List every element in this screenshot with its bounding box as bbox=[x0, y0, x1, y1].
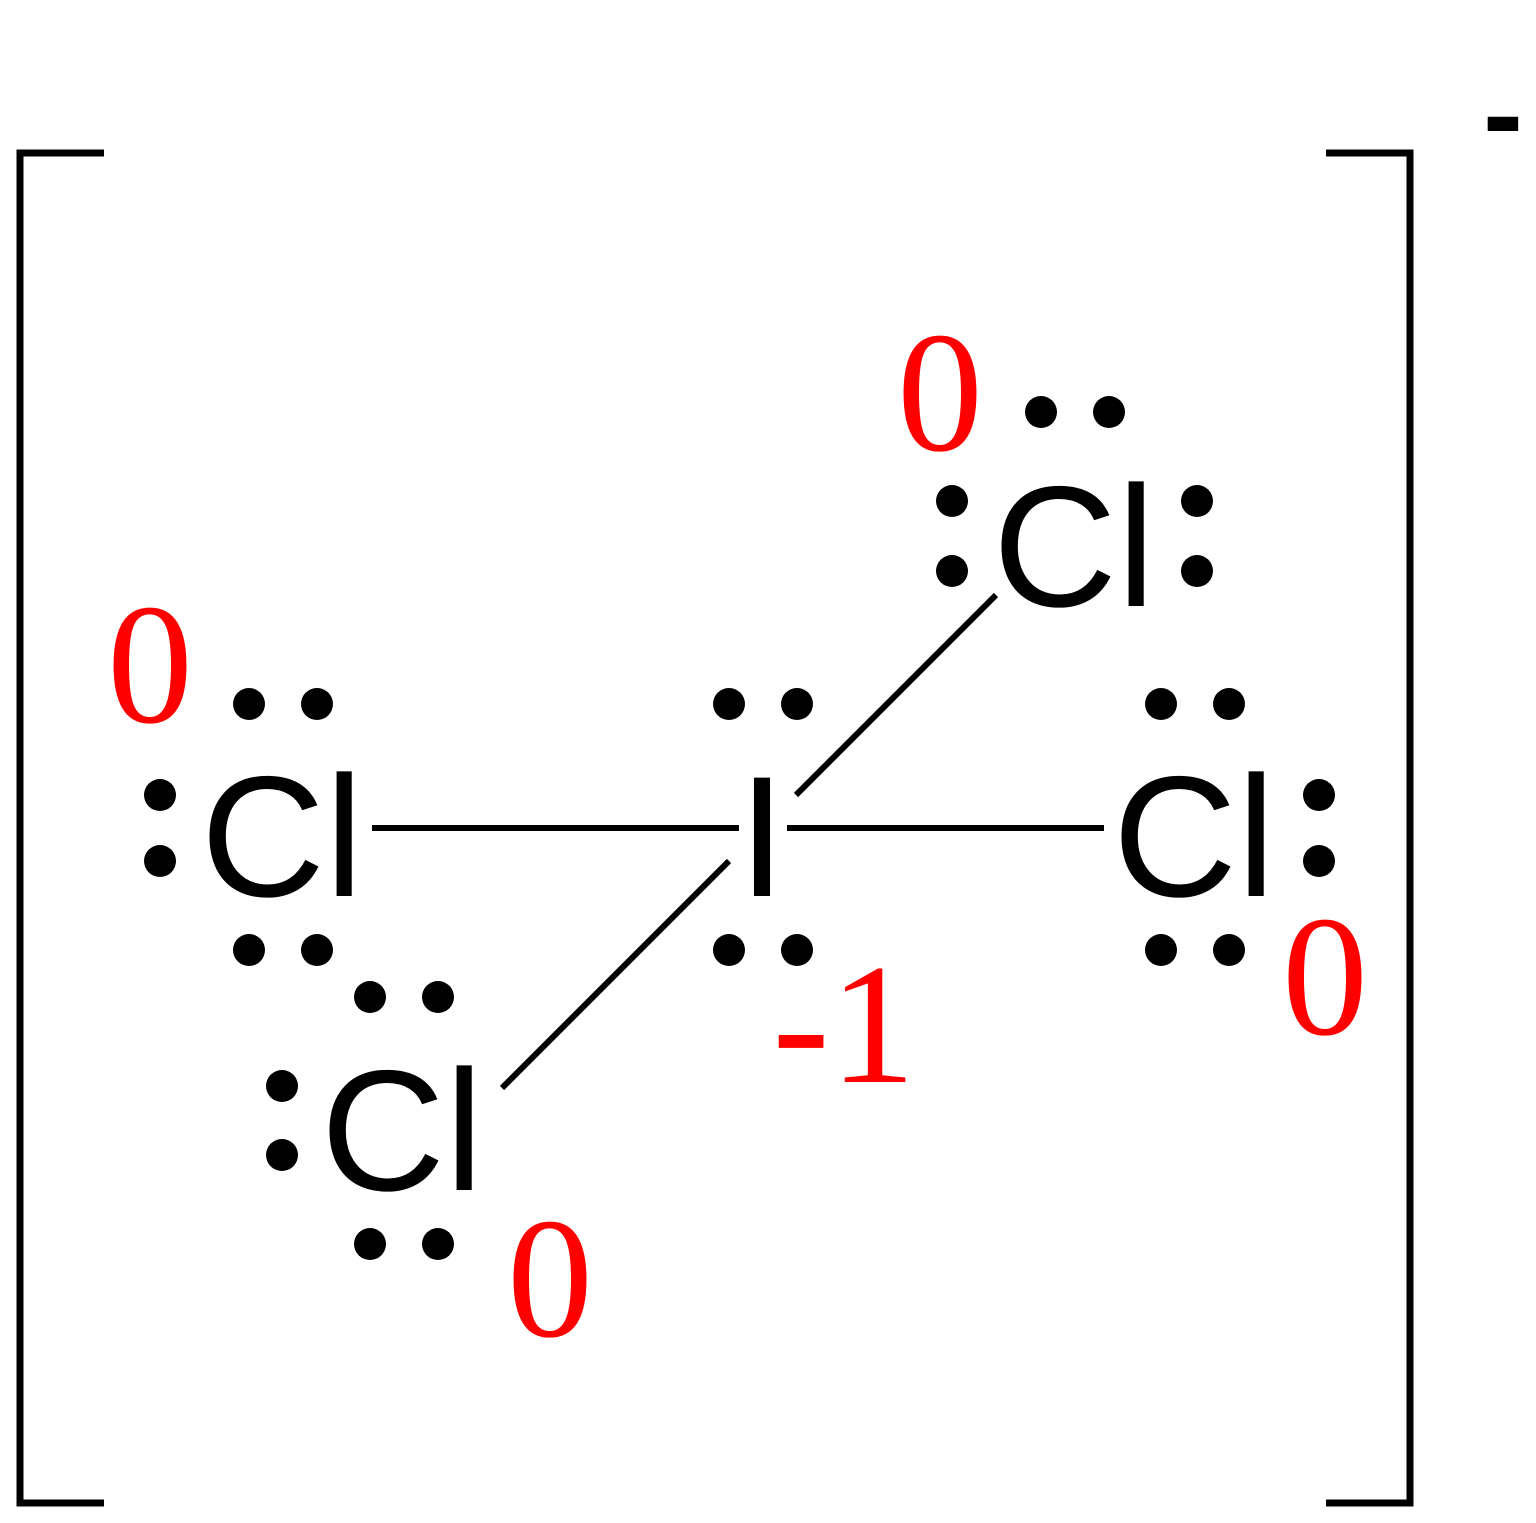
atom-symbol-central: I bbox=[738, 741, 786, 933]
lone-pair-dot bbox=[266, 1139, 298, 1171]
lone-pair-dot bbox=[233, 688, 265, 720]
lone-pair-dot bbox=[1181, 485, 1213, 517]
lone-pair-dot bbox=[1181, 555, 1213, 587]
lone-pair-dot bbox=[422, 1228, 454, 1260]
lone-pair-dot bbox=[233, 934, 265, 966]
lone-pair-dot bbox=[354, 1228, 386, 1260]
bond-lower-left bbox=[499, 858, 732, 1091]
lone-pair-dot bbox=[1213, 934, 1245, 966]
formal-charge-left: 0 bbox=[107, 570, 193, 760]
lone-pair-dot bbox=[936, 485, 968, 517]
atom-upper-right: Cl 0 bbox=[897, 298, 1213, 643]
atom-right: Cl 0 bbox=[1113, 688, 1368, 1072]
lone-pair-dot bbox=[144, 779, 176, 811]
formal-charge-right: 0 bbox=[1282, 882, 1368, 1072]
lone-pair-dot bbox=[1213, 688, 1245, 720]
atom-lower-left: Cl 0 bbox=[266, 981, 593, 1374]
lone-pair-dot bbox=[713, 934, 745, 966]
lone-pair-dot bbox=[1145, 688, 1177, 720]
lone-pair-dot bbox=[1093, 396, 1125, 428]
lone-pair-dot bbox=[144, 845, 176, 877]
lone-pair-dot bbox=[781, 934, 813, 966]
atom-symbol-left: Cl bbox=[201, 741, 363, 933]
atom-left: Cl 0 bbox=[107, 570, 363, 966]
lone-pair-dot bbox=[266, 1070, 298, 1102]
bond-upper-right bbox=[793, 592, 999, 798]
lone-pair-dot bbox=[422, 981, 454, 1013]
lone-pair-dot bbox=[301, 934, 333, 966]
lone-pair-dot bbox=[713, 688, 745, 720]
atom-symbol-upper-right: Cl bbox=[993, 451, 1155, 643]
formal-charge-upper-right: 0 bbox=[897, 298, 983, 488]
lone-pair-dot bbox=[1145, 934, 1177, 966]
lone-pair-dot bbox=[1025, 396, 1057, 428]
lone-pair-dot bbox=[354, 981, 386, 1013]
lone-pair-dot bbox=[936, 555, 968, 587]
lone-pair-dot bbox=[301, 688, 333, 720]
atom-symbol-right: Cl bbox=[1113, 741, 1275, 933]
atom-central: I -1 bbox=[713, 688, 916, 1120]
left-bracket bbox=[16, 149, 104, 1507]
lone-pair-dot bbox=[781, 688, 813, 720]
ion-charge: - bbox=[1483, 47, 1523, 181]
lone-pair-dot bbox=[1303, 779, 1335, 811]
formal-charge-central: -1 bbox=[772, 930, 915, 1120]
lone-pair-dot bbox=[1303, 845, 1335, 877]
formal-charge-lower-left: 0 bbox=[507, 1184, 593, 1374]
right-bracket bbox=[1326, 149, 1414, 1507]
atom-symbol-lower-left: Cl bbox=[321, 1035, 483, 1227]
